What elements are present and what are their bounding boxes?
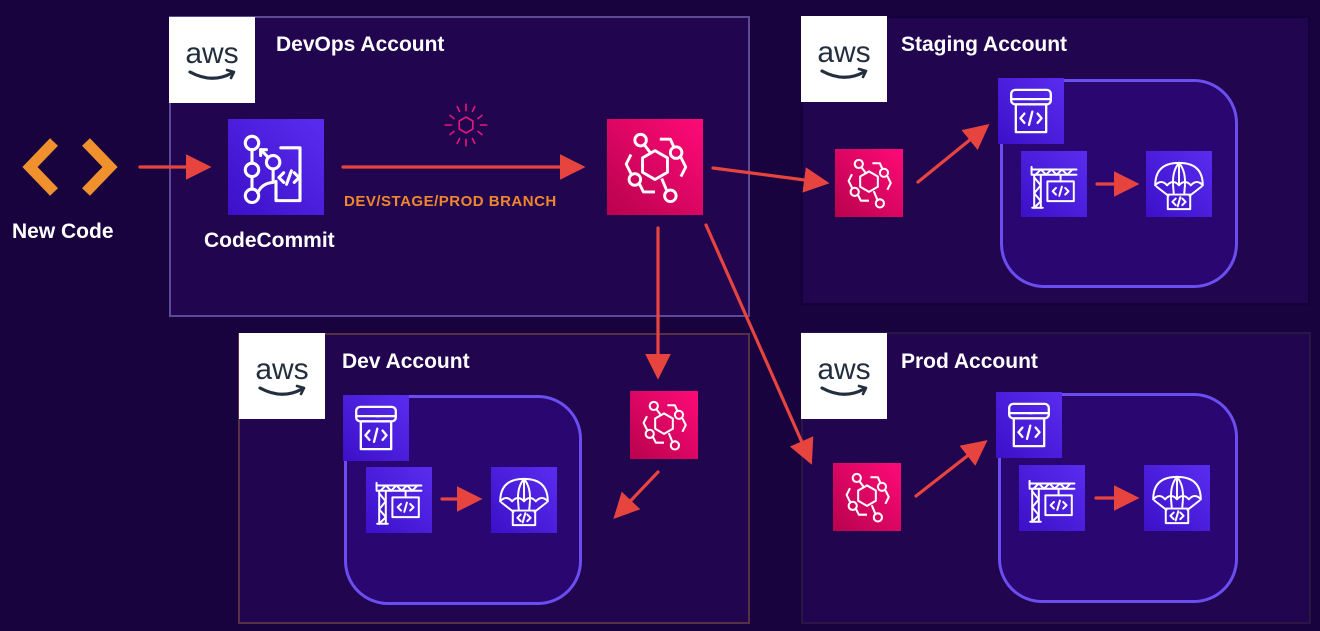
- eventbridge-icon: [630, 391, 698, 459]
- staging-account-title: Staging Account: [901, 33, 1068, 56]
- eventbridge-icon: [835, 149, 903, 217]
- devops-eventbridge-service[interactable]: [607, 119, 703, 215]
- codedeploy-icon: [1144, 465, 1210, 531]
- codecommit-icon: [228, 119, 324, 215]
- staging-codedeploy-service[interactable]: [1146, 151, 1212, 217]
- codepipeline-icon: [996, 392, 1062, 458]
- prod-codebuild-service[interactable]: [1019, 465, 1085, 531]
- new-code-label: New Code: [12, 220, 114, 243]
- code-brackets-icon: [22, 138, 118, 196]
- dev-codebuild-service[interactable]: [366, 467, 432, 533]
- prod-eventbridge-service[interactable]: [833, 463, 901, 531]
- dev-codepipeline-service[interactable]: [343, 395, 409, 461]
- devops-account-title: DevOps Account: [276, 33, 445, 56]
- staging-codebuild-service[interactable]: [1021, 151, 1087, 217]
- new-code-source: New Code: [10, 136, 130, 246]
- eventbridge-icon: [607, 119, 703, 215]
- prod-account-title: Prod Account: [901, 350, 1038, 373]
- staging-eventbridge-service[interactable]: [835, 149, 903, 217]
- staging-codepipeline-service[interactable]: [998, 78, 1064, 144]
- codecommit-label: CodeCommit: [204, 229, 335, 252]
- dev-account-title: Dev Account: [342, 350, 470, 373]
- aws-logo: [169, 17, 255, 103]
- aws-logo: [239, 333, 325, 419]
- event-trigger-icon: [442, 101, 490, 149]
- codedeploy-icon: [491, 467, 557, 533]
- codecommit-service[interactable]: [228, 119, 324, 215]
- aws-logo: [801, 16, 887, 102]
- dev-codedeploy-service[interactable]: [491, 467, 557, 533]
- eventbridge-icon: [833, 463, 901, 531]
- codedeploy-icon: [1146, 151, 1212, 217]
- dev-eventbridge-service[interactable]: [630, 391, 698, 459]
- branch-label: DEV/STAGE/PROD BRANCH: [344, 193, 557, 210]
- prod-codedeploy-service[interactable]: [1144, 465, 1210, 531]
- prod-codepipeline-service[interactable]: [996, 392, 1062, 458]
- codepipeline-icon: [343, 395, 409, 461]
- codebuild-icon: [1019, 465, 1085, 531]
- codebuild-icon: [366, 467, 432, 533]
- codebuild-icon: [1021, 151, 1087, 217]
- aws-logo: [801, 333, 887, 419]
- codepipeline-icon: [998, 78, 1064, 144]
